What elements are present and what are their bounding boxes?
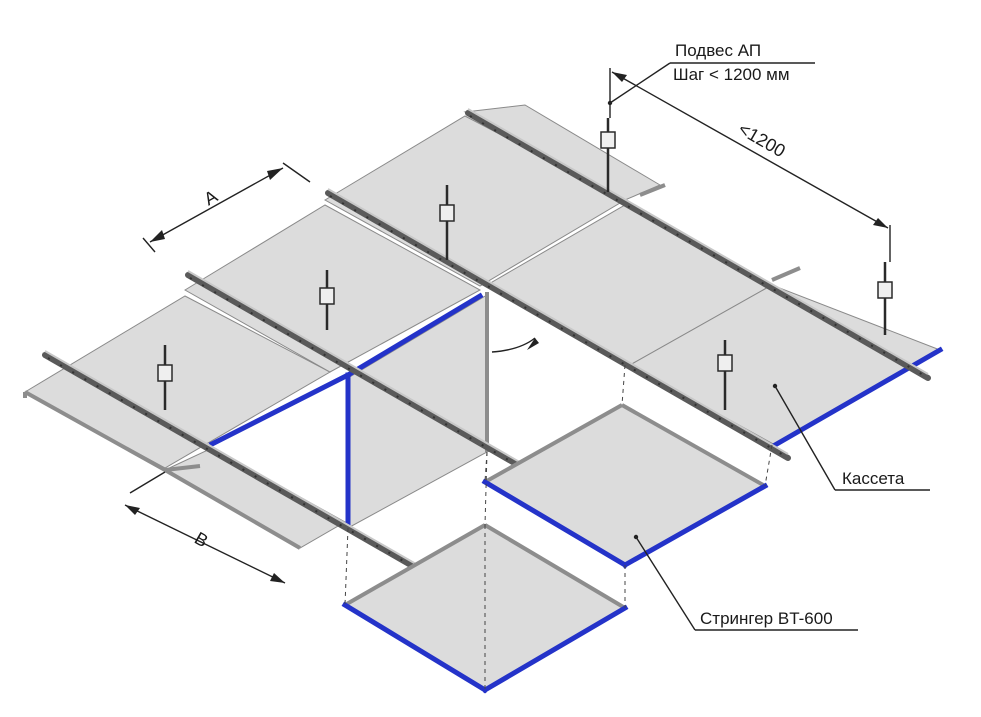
- projection-lines: [344, 364, 773, 690]
- callout-stringer: Стрингер BT-600: [633, 534, 858, 631]
- hanger-5: [717, 340, 733, 410]
- hanger-title-label: Подвес АП: [675, 41, 761, 60]
- dropped-cassette-right: [481, 403, 769, 569]
- hanger-2: [319, 270, 335, 330]
- dimension-a-label: A: [200, 186, 220, 209]
- callout-hanger: Подвес АП Шаг < 1200 мм: [607, 41, 815, 106]
- rotation-arrow: [491, 337, 539, 353]
- hanger-3: [439, 185, 455, 260]
- dimension-b-label: B: [191, 528, 211, 551]
- dimension-spacing-label: <1200: [735, 119, 789, 162]
- hanger-step-label: Шаг < 1200 мм: [673, 65, 790, 84]
- hanger-6: [877, 262, 893, 335]
- hangers: [157, 118, 893, 410]
- cassette-label: Кассета: [842, 469, 905, 488]
- dimension-b: B: [124, 471, 286, 584]
- hanger-4: [600, 118, 616, 192]
- stringer-3: [325, 190, 791, 461]
- callout-cassette: Кассета: [772, 383, 930, 491]
- stringer-4: [465, 110, 931, 381]
- stringer-label: Стрингер BT-600: [700, 609, 833, 628]
- hanger-1: [157, 345, 173, 410]
- panel-edges: [23, 183, 944, 550]
- panel-left-bottom: [163, 447, 347, 549]
